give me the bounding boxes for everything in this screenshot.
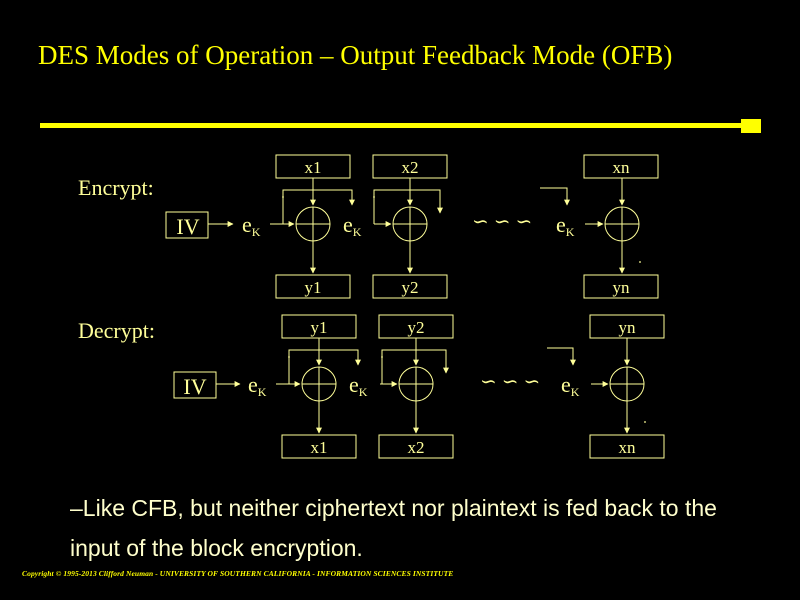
encrypt-iv-label: IV xyxy=(176,214,199,239)
decrypt-ellipsis: ∽ ∽ ∽ xyxy=(480,371,540,393)
bullet-text: Like CFB, but neither ciphertext nor pla… xyxy=(70,495,717,561)
decrypt-iv-label: IV xyxy=(183,374,206,399)
decrypt-iv-box xyxy=(173,371,217,399)
decrypt-output-label-1: x1 xyxy=(311,438,328,457)
decrypt-output-box-1 xyxy=(281,434,357,459)
encrypt-iv-box xyxy=(165,211,209,239)
encrypt-cipher-1: eK xyxy=(242,212,261,239)
encrypt-input-label-n: xn xyxy=(613,158,631,177)
encrypt-label: Encrypt: xyxy=(78,175,154,200)
encrypt-cipher-2: eK xyxy=(343,212,362,239)
encrypt-output-label-n: yn xyxy=(613,278,631,297)
decrypt-output-box-n xyxy=(589,434,665,459)
encrypt-xor-2-plus xyxy=(393,207,427,241)
decrypt-input-label-n: yn xyxy=(619,318,637,337)
encrypt-xor-n-plus xyxy=(605,207,639,241)
encrypt-input-box-n xyxy=(583,154,659,179)
decrypt-input-label-2: y2 xyxy=(408,318,425,337)
slide-title: DES Modes of Operation – Output Feedback… xyxy=(38,40,673,70)
encrypt-diagram xyxy=(165,154,659,299)
footer-copyright: Copyright © 1995-2013 Clifford Neuman - … xyxy=(22,569,454,578)
title-underline-end xyxy=(741,119,761,133)
bullet-point: –Like CFB, but neither ciphertext nor pl… xyxy=(70,488,720,568)
decrypt-input-label-1: y1 xyxy=(311,318,328,337)
encrypt-output-box-1 xyxy=(275,274,351,299)
encrypt-cipher-n: eK xyxy=(556,212,575,239)
encrypt-output-label-2: y2 xyxy=(402,278,419,297)
decrypt-cipher-n: eK xyxy=(561,372,580,399)
encrypt-output-box-2 xyxy=(372,274,448,299)
encrypt-output-label-1: y1 xyxy=(305,278,322,297)
decrypt-output-label-2: x2 xyxy=(408,438,425,457)
encrypt-ellipsis: ∽ ∽ ∽ xyxy=(472,211,532,233)
decrypt-label: Decrypt: xyxy=(78,318,155,343)
encrypt-input-label-2: x2 xyxy=(402,158,419,177)
encrypt-output-box-n xyxy=(583,274,659,299)
decrypt-output-label-n: xn xyxy=(619,438,637,457)
decrypt-diagram xyxy=(173,314,665,459)
encrypt-input-label-1: x1 xyxy=(305,158,322,177)
bullet-dash: – xyxy=(70,495,83,521)
decrypt-cipher-1: eK xyxy=(248,372,267,399)
decrypt-output-box-2 xyxy=(378,434,454,459)
title-underline xyxy=(40,123,742,128)
decrypt-cipher-2: eK xyxy=(349,372,368,399)
encrypt-xor-1-plus xyxy=(296,207,330,241)
